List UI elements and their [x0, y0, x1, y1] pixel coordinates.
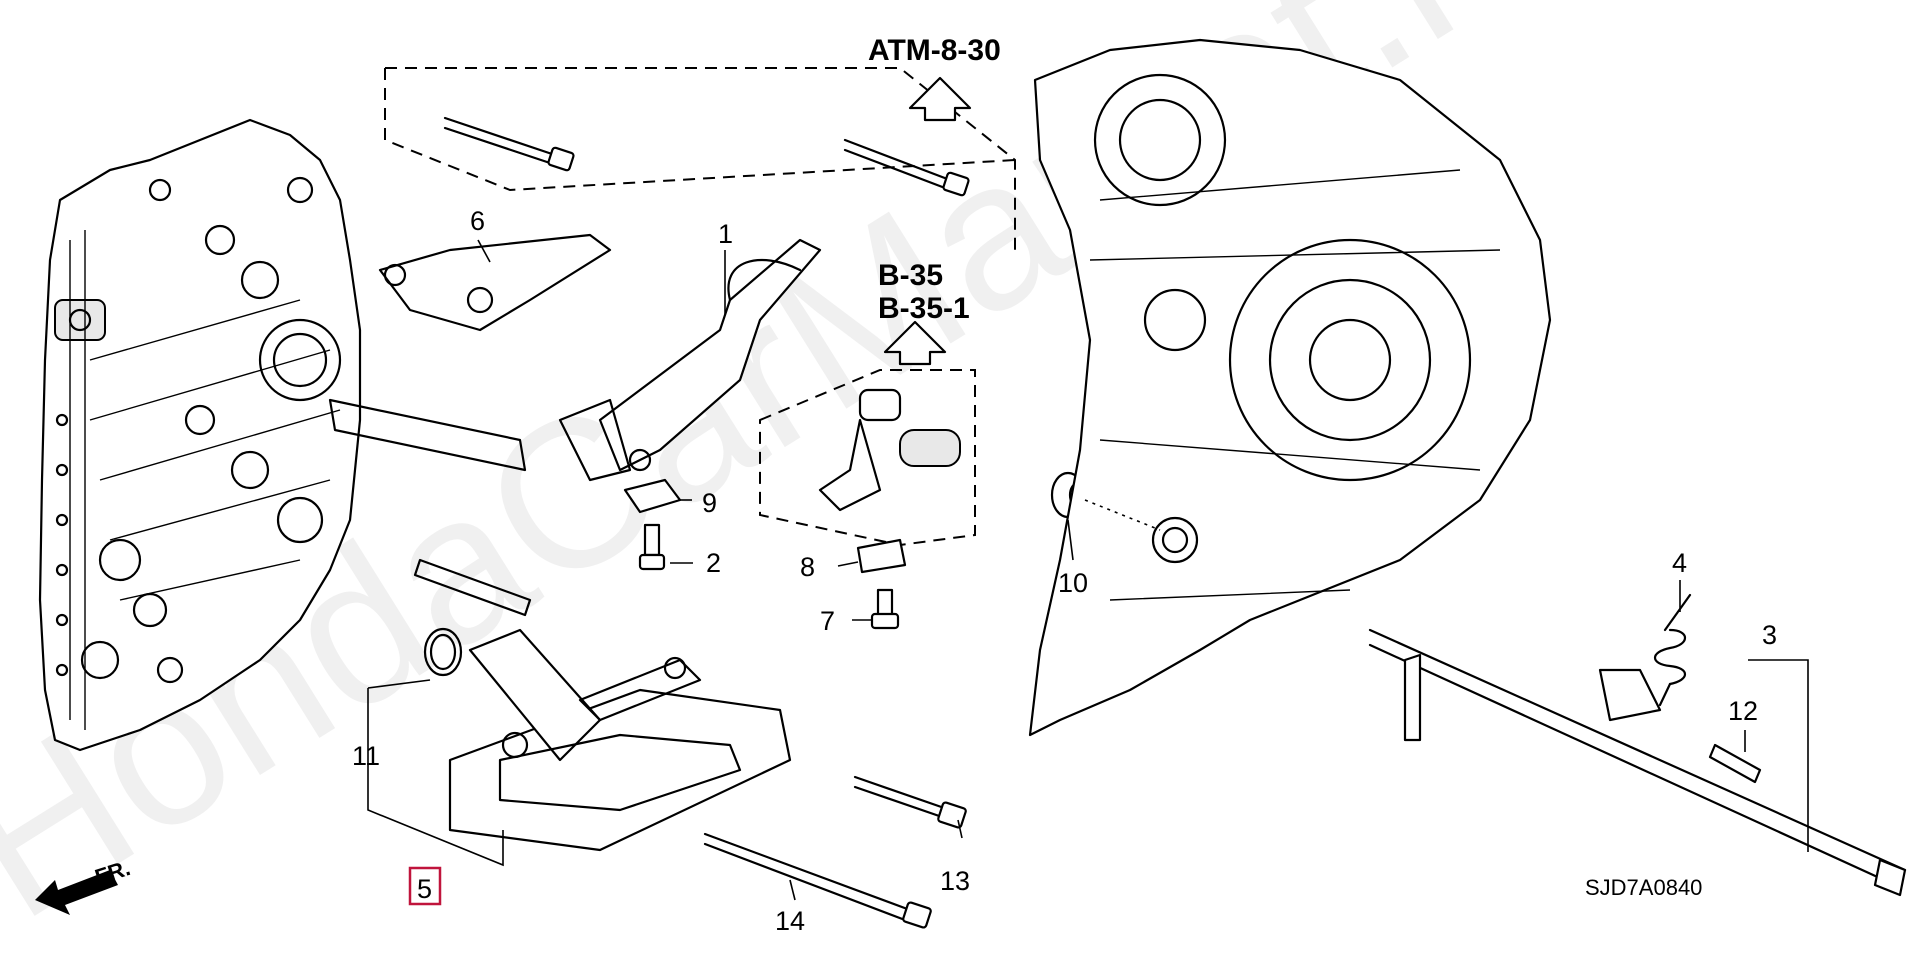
callout-8: 8: [800, 552, 815, 582]
bracket-8: [856, 538, 907, 574]
callout-10: 10: [1058, 568, 1088, 598]
callout-2: 2: [706, 548, 721, 578]
diagram-code: SJD7A0840: [1585, 875, 1702, 900]
upper-bolt-right: [843, 138, 970, 197]
transmission-case: [1028, 38, 1552, 737]
callout-7: 7: [820, 606, 835, 636]
bolt-13: [853, 775, 967, 829]
callout-12: 12: [1728, 696, 1758, 726]
ref-b35-label: B-35: [878, 259, 943, 292]
ref-boundary-atm: [384, 67, 1016, 250]
shift-shaft-3: [1368, 628, 1907, 897]
front-arrow: [35, 870, 118, 915]
atm-up-arrow-icon: [908, 76, 972, 122]
b35-up-arrow-icon: [883, 320, 947, 366]
callout-3: 3: [1762, 620, 1777, 650]
callout-6: 6: [470, 206, 485, 236]
ref-b351-label: B-35-1: [878, 292, 970, 325]
callout-13: 13: [940, 866, 970, 896]
shift-arm-assembly: [818, 388, 961, 512]
callout-11: 11: [352, 741, 380, 771]
bolt-7: [870, 588, 900, 630]
return-spring-4: [1653, 593, 1692, 707]
callout-9: 9: [702, 488, 717, 518]
bolt-14: [703, 832, 932, 929]
bracket-6: [378, 233, 612, 332]
bolt-2: [638, 523, 666, 571]
ref-atm-label: ATM-8-30: [868, 34, 1001, 67]
ref-boundary-b35: [759, 369, 976, 547]
callout-4: 4: [1672, 548, 1687, 578]
bearing-guide-line: [1084, 499, 1161, 531]
callout-5-highlight-box: [408, 866, 442, 906]
callout-5: 5: [417, 874, 432, 904]
upper-bolt-left: [443, 116, 575, 172]
callout-1: 1: [718, 219, 733, 249]
atf-strainer: [448, 628, 792, 852]
callout-14: 14: [775, 906, 805, 936]
shift-fork-1: [558, 238, 822, 482]
o-ring: [423, 627, 463, 677]
pin-12: [1708, 743, 1762, 784]
leader-lines: [367, 239, 1809, 901]
valve-body: [38, 118, 532, 752]
